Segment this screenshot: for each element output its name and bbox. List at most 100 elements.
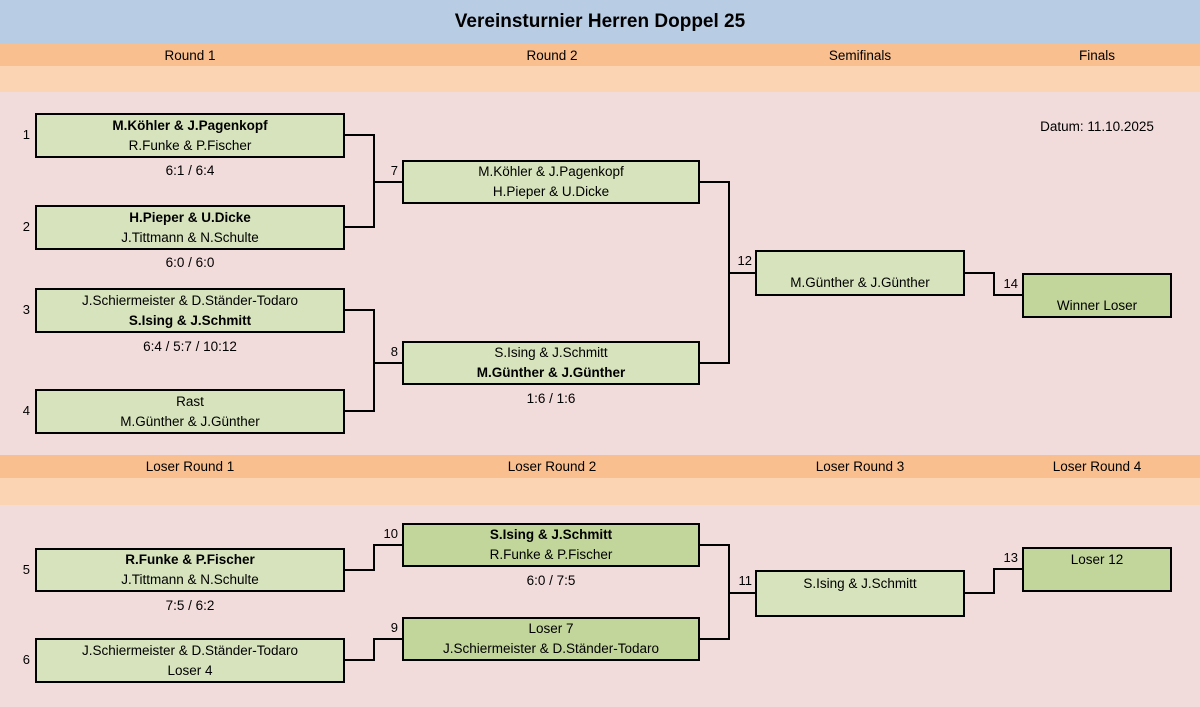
match-4-team-1: Rast bbox=[176, 393, 204, 409]
match-5-team-1: R.Funke & P.Fischer bbox=[125, 552, 255, 567]
match-14-team-2: Winner Loser bbox=[1056, 297, 1138, 313]
match-6-number: 6 bbox=[22, 652, 30, 667]
connector bbox=[373, 544, 375, 571]
connector bbox=[728, 181, 730, 364]
connector bbox=[375, 181, 402, 183]
match-6-team-1: J.Schiermeister & D.Ständer-Todaro bbox=[81, 642, 299, 658]
connector bbox=[373, 134, 375, 228]
match-1-team-2: R.Funke & P.Fischer bbox=[128, 137, 252, 153]
match-7-team-2: H.Pieper & U.Dicke bbox=[492, 184, 610, 199]
match-5-number: 5 bbox=[22, 562, 30, 577]
match-12-box: M.Günther & J.Günther bbox=[755, 250, 965, 296]
spacer-band-top bbox=[0, 66, 1200, 92]
match-9-team-1: Loser 7 bbox=[528, 621, 574, 636]
connector bbox=[993, 272, 995, 296]
connector bbox=[345, 569, 373, 571]
match-11-number: 11 bbox=[738, 573, 753, 588]
connector bbox=[993, 568, 995, 594]
match-2-team-2: J.Tittmann & N.Schulte bbox=[121, 229, 259, 245]
match-2-number: 2 bbox=[22, 219, 30, 234]
match-13-team-2 bbox=[1024, 570, 1170, 590]
match-10-score: 6:0 / 7:5 bbox=[526, 573, 576, 588]
match-6-team-2: Loser 4 bbox=[167, 662, 213, 678]
page-title: Vereinsturnier Herren Doppel 25 bbox=[454, 11, 746, 32]
connector bbox=[730, 272, 755, 274]
connector bbox=[700, 638, 728, 640]
connector bbox=[345, 134, 373, 136]
match-2-score: 6:0 / 6:0 bbox=[165, 255, 215, 270]
connector bbox=[373, 309, 375, 412]
connector bbox=[345, 410, 373, 412]
match-1-box: M.Köhler & J.Pagenkopf R.Funke & P.Fisch… bbox=[35, 113, 345, 158]
header-loser-round-1: Loser Round 1 bbox=[145, 459, 235, 474]
match-8-score: 1:6 / 1:6 bbox=[526, 391, 576, 406]
connector bbox=[375, 638, 402, 640]
match-4-box: Rast M.Günther & J.Günther bbox=[35, 389, 345, 434]
match-2-box: H.Pieper & U.Dicke J.Tittmann & N.Schult… bbox=[35, 205, 345, 250]
connector bbox=[993, 294, 1022, 296]
header-loser-round-3: Loser Round 3 bbox=[815, 459, 905, 474]
match-7-team-1: M.Köhler & J.Pagenkopf bbox=[478, 164, 624, 179]
match-7-box: M.Köhler & J.Pagenkopf H.Pieper & U.Dick… bbox=[402, 160, 700, 204]
match-14-box: Winner Loser bbox=[1022, 273, 1172, 318]
match-1-number: 1 bbox=[22, 127, 30, 142]
date-label: Datum: 11.10.2025 bbox=[1040, 119, 1154, 134]
match-10-team-1: S.Ising & J.Schmitt bbox=[489, 527, 613, 542]
match-13-team-1: Loser 12 bbox=[1070, 551, 1124, 567]
connector bbox=[345, 226, 373, 228]
match-12-team-1 bbox=[757, 253, 963, 273]
connector bbox=[375, 544, 402, 546]
match-1-score: 6:1 / 6:4 bbox=[165, 163, 215, 178]
match-9-number: 9 bbox=[390, 620, 398, 635]
match-2-team-1: H.Pieper & U.Dicke bbox=[129, 209, 251, 225]
match-6-box: J.Schiermeister & D.Ständer-Todaro Loser… bbox=[35, 638, 345, 683]
match-11-team-1: S.Ising & J.Schmitt bbox=[803, 575, 917, 591]
match-10-number: 10 bbox=[383, 526, 398, 541]
match-9-box: Loser 7 J.Schiermeister & D.Ständer-Toda… bbox=[402, 617, 700, 661]
connector bbox=[730, 592, 755, 594]
connector bbox=[700, 181, 728, 183]
match-8-box: S.Ising & J.Schmitt M.Günther & J.Günthe… bbox=[402, 341, 700, 385]
match-5-box: R.Funke & P.Fischer J.Tittmann & N.Schul… bbox=[35, 548, 345, 592]
match-8-team-2: M.Günther & J.Günther bbox=[476, 365, 626, 380]
match-9-team-2: J.Schiermeister & D.Ständer-Todaro bbox=[442, 641, 660, 656]
connector bbox=[728, 544, 730, 640]
header-loser-round-4: Loser Round 4 bbox=[1052, 459, 1142, 474]
match-11-box: S.Ising & J.Schmitt bbox=[755, 570, 965, 617]
match-4-number: 4 bbox=[22, 403, 30, 418]
connector bbox=[345, 659, 373, 661]
match-4-team-2: M.Günther & J.Günther bbox=[120, 413, 260, 429]
header-finals: Finals bbox=[1078, 48, 1115, 63]
round-header-band: Round 1 Round 2 Semifinals Finals bbox=[0, 44, 1200, 66]
header-semifinals: Semifinals bbox=[828, 48, 892, 63]
match-1-team-1: M.Köhler & J.Pagenkopf bbox=[112, 117, 268, 133]
connector bbox=[375, 362, 402, 364]
connector bbox=[345, 309, 373, 311]
connector bbox=[965, 272, 993, 274]
match-12-number: 12 bbox=[737, 253, 752, 268]
match-7-number: 7 bbox=[390, 163, 398, 178]
loser-round-header-band: Loser Round 1 Loser Round 2 Loser Round … bbox=[0, 455, 1200, 478]
connector bbox=[965, 592, 993, 594]
match-3-team-2: S.Ising & J.Schmitt bbox=[128, 312, 252, 328]
match-5-team-2: J.Tittmann & N.Schulte bbox=[121, 572, 259, 587]
spacer-band-loser bbox=[0, 478, 1200, 505]
match-3-score: 6:4 / 5:7 / 10:12 bbox=[143, 339, 237, 354]
match-10-box: S.Ising & J.Schmitt R.Funke & P.Fischer bbox=[402, 523, 700, 567]
match-14-team-1 bbox=[1024, 276, 1170, 296]
connector bbox=[700, 544, 728, 546]
header-loser-round-2: Loser Round 2 bbox=[507, 459, 597, 474]
match-8-number: 8 bbox=[390, 344, 398, 359]
match-3-box: J.Schiermeister & D.Ständer-Todaro S.Isi… bbox=[35, 288, 345, 333]
match-11-team-2 bbox=[757, 594, 963, 614]
header-round-2: Round 2 bbox=[526, 48, 578, 63]
connector bbox=[700, 362, 728, 364]
match-14-number: 14 bbox=[1003, 276, 1018, 291]
match-13-box: Loser 12 bbox=[1022, 547, 1172, 592]
connector bbox=[993, 568, 1022, 570]
match-3-number: 3 bbox=[22, 302, 30, 317]
match-10-team-2: R.Funke & P.Fischer bbox=[489, 547, 613, 562]
match-5-score: 7:5 / 6:2 bbox=[165, 598, 215, 613]
header-round-1: Round 1 bbox=[164, 48, 216, 63]
